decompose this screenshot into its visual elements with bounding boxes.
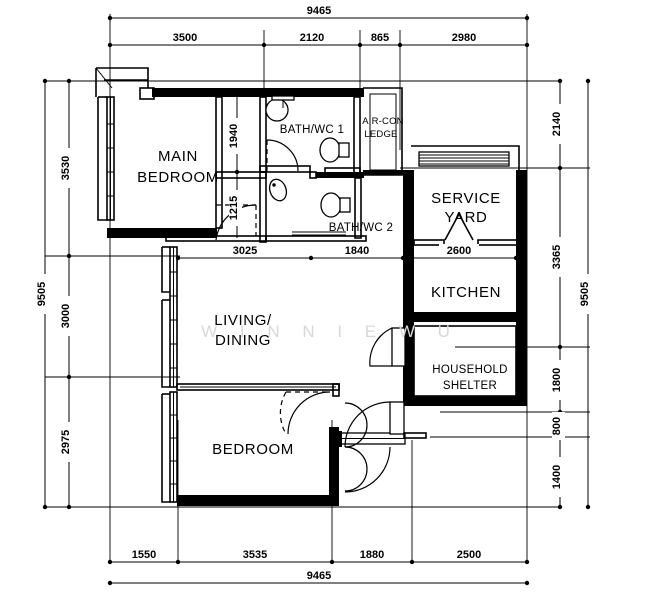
label-living-dining-line1: LIVING/ (214, 312, 272, 329)
dim-left-3530: 3530 (60, 156, 72, 180)
dim-interior-3025: 3025 (233, 245, 257, 257)
room-labels: MAIN BEDROOM BATH/WC 1 AIR-CON LEDGE BAT… (137, 116, 508, 458)
main-bedroom-walls (95, 67, 364, 238)
dim-bottom-chain: 1550 3535 1880 2500 (107, 548, 530, 565)
living-dining-walls (161, 235, 340, 397)
dim-left-3000: 3000 (60, 304, 72, 328)
service-yard-walls (403, 145, 527, 246)
dim-bottom-3535: 3535 (243, 549, 267, 561)
label-service-yard-line2: YARD (445, 209, 488, 226)
dim-interior-1215: 1215 (228, 196, 240, 220)
dim-interior-horizontal: 3025 1840 2600 (175, 244, 519, 261)
dim-interior-vertical: 1940 1215 (218, 97, 266, 238)
watermark-text: W I N N I E W U (201, 322, 459, 341)
label-air-con-ledge-line2: LEDGE (364, 129, 397, 140)
bedroom-walls (161, 391, 339, 506)
label-service-yard-line1: SERVICE (431, 190, 501, 207)
dim-right-overall: 9505 (579, 78, 593, 510)
dim-left-chain: 3530 3000 2975 (60, 78, 74, 510)
label-bath-wc-1: BATH/WC 1 (280, 124, 344, 136)
dim-right-3365: 3365 (551, 245, 563, 269)
label-household-shelter-line1: HOUSEHOLD (432, 364, 508, 376)
dim-top-2980: 2980 (452, 32, 476, 44)
dim-interior-2600: 2600 (447, 245, 471, 257)
dim-interior-1940: 1940 (228, 124, 240, 148)
dim-bottom-overall-text: 9465 (307, 570, 331, 582)
dim-top-865: 865 (371, 32, 389, 44)
dim-right-1400: 1400 (551, 465, 563, 489)
dim-right-chain: 2140 3365 1800 800 1400 (551, 78, 565, 510)
dim-bottom-1880: 1880 (360, 549, 384, 561)
dim-top-chain: 3500 2120 865 2980 (107, 31, 530, 48)
dim-top-3500: 3500 (173, 32, 197, 44)
dim-top-overall: 9465 (107, 4, 530, 22)
label-bedroom: BEDROOM (212, 441, 294, 458)
label-main-bedroom-line2: BEDROOM (137, 169, 219, 186)
dim-top-2120: 2120 (300, 32, 324, 44)
dim-right-800: 800 (551, 417, 563, 435)
dim-right-1800: 1800 (551, 368, 563, 392)
dim-top-overall-text: 9465 (307, 5, 331, 17)
label-bath-wc-2: BATH/WC 2 (329, 222, 393, 234)
air-con-ledge-walls (363, 87, 403, 176)
label-kitchen: KITCHEN (431, 284, 501, 301)
label-living-dining-line2: DINING (215, 332, 271, 349)
dim-right-2140: 2140 (551, 112, 563, 136)
dim-left-overall: 9505 (36, 78, 50, 510)
bath-wc-1-walls (259, 95, 361, 178)
label-air-con-ledge-line1: AIR-CON (362, 116, 404, 127)
entrance-door (336, 401, 427, 493)
dim-bottom-2500: 2500 (457, 549, 481, 561)
dim-interior-1840: 1840 (345, 245, 369, 257)
dim-right-overall-text: 9505 (579, 282, 591, 306)
household-shelter-walls (369, 322, 527, 406)
dim-bottom-1550: 1550 (132, 549, 156, 561)
dim-left-overall-text: 9505 (36, 282, 48, 306)
label-main-bedroom-line1: MAIN (158, 148, 198, 165)
label-household-shelter-line2: SHELTER (443, 380, 497, 392)
dim-left-2975: 2975 (60, 430, 72, 454)
dim-bottom-overall: 9465 (107, 569, 530, 586)
